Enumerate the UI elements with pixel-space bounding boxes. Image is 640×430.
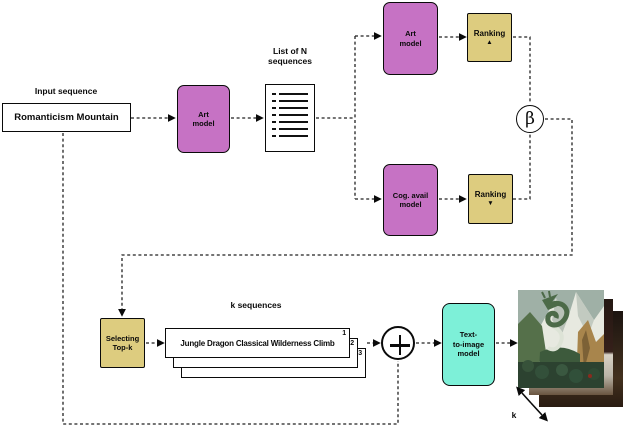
selecting-topk-box: Selecting Top-k xyxy=(100,318,145,368)
cog-avail-model-label: Cog. avail model xyxy=(392,190,429,209)
art-model-1-box: Art model xyxy=(177,85,230,153)
list-of-n-label: List of N sequences xyxy=(268,46,312,67)
input-sequence-label: Input sequence xyxy=(34,86,98,96)
selecting-topk-label: Selecting Top-k xyxy=(105,333,140,352)
ranking-down-label: Ranking xyxy=(474,190,507,200)
arrow-down-icon: ▼ xyxy=(487,200,494,208)
ranking-down-box: Ranking ▼ xyxy=(468,174,513,224)
document-line xyxy=(272,128,308,130)
cog-avail-model-box: Cog. avail model xyxy=(383,164,438,236)
beta-node: β xyxy=(516,105,544,133)
line-ranking-up-to-beta xyxy=(513,36,531,104)
sequence-card-3-number: 3 xyxy=(358,350,362,357)
beta-symbol: β xyxy=(525,109,535,129)
document-line xyxy=(272,135,308,137)
sequence-card-2-number: 2 xyxy=(350,340,354,347)
document-line xyxy=(272,107,308,109)
art-model-2-label: Art model xyxy=(399,29,422,48)
sequence-card-1-text: Jungle Dragon Classical Wilderness Climb xyxy=(180,338,335,348)
line-input-to-plus-bottom xyxy=(62,133,399,425)
input-sequence-value: Romanticism Mountain xyxy=(14,112,119,123)
document-icon xyxy=(265,84,315,152)
arrow-up-icon: ▲ xyxy=(486,38,493,46)
document-line xyxy=(272,114,308,116)
k-sequences-label: k sequences xyxy=(230,300,282,310)
document-line xyxy=(272,121,308,123)
input-sequence-box: Romanticism Mountain xyxy=(2,103,131,132)
text-to-image-box: Text- to-image model xyxy=(442,303,495,386)
ranking-up-box: Ranking ▲ xyxy=(467,13,512,62)
k-depth-arrow xyxy=(516,386,548,422)
ranking-up-label: Ranking xyxy=(473,28,506,38)
document-line xyxy=(272,100,308,102)
line-ranking-down-to-beta xyxy=(513,134,531,200)
output-image-1 xyxy=(518,290,604,388)
ranking-down-content: Ranking ▼ xyxy=(475,190,507,207)
ranking-up-content: Ranking ▲ xyxy=(474,29,506,46)
document-line xyxy=(272,93,308,95)
sequence-card-1-number: 1 xyxy=(342,330,346,337)
art-model-2-box: Art model xyxy=(383,2,438,75)
sequence-card-1: Jungle Dragon Classical Wilderness Climb… xyxy=(165,328,350,358)
text-to-image-label: Text- to-image model xyxy=(452,330,485,359)
art-model-1-label: Art model xyxy=(192,109,215,128)
plus-node xyxy=(381,326,415,360)
k-count-label: k xyxy=(511,410,517,420)
dragon xyxy=(545,300,570,328)
